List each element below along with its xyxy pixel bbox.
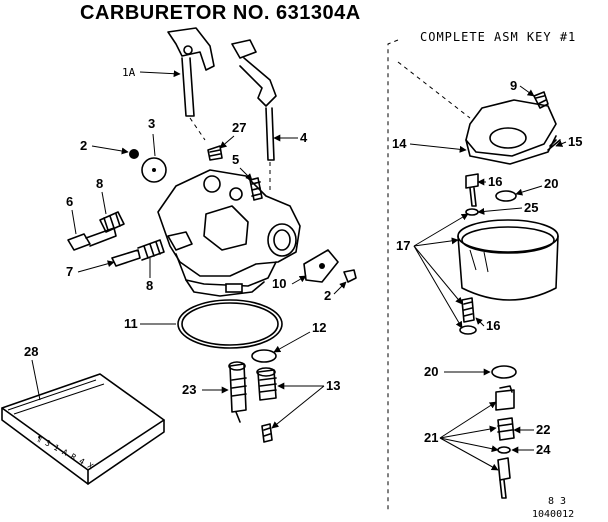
idle-screw-part <box>67 227 117 251</box>
leader-25 <box>477 207 523 215</box>
spring-part-8a <box>99 211 125 233</box>
mixture-screw-part <box>111 239 165 267</box>
callout-11: 11 <box>124 316 138 331</box>
callout-5: 5 <box>232 152 239 167</box>
float-bowl-part-17 <box>457 219 559 301</box>
callout-16a: 16 <box>488 174 502 189</box>
footer-code-2: 1040012 <box>532 509 575 520</box>
leader-7 <box>77 260 115 273</box>
seat-part-23 <box>228 361 247 423</box>
leader-10 <box>291 275 307 285</box>
leader-15 <box>555 140 567 147</box>
callout-12: 12 <box>312 320 326 335</box>
filter-box-part-28: ¶ 3 1 A R 4 X <box>1 373 165 485</box>
callout-27: 27 <box>232 120 246 135</box>
callout-8a: 8 <box>96 176 103 191</box>
callout-1a: 1A <box>122 66 136 79</box>
callout-3: 3 <box>148 116 155 131</box>
leader-20a <box>515 185 543 196</box>
box-label: ¶ 3 1 A R 4 X <box>35 434 95 471</box>
callout-10: 10 <box>272 276 286 291</box>
callout-20a: 20 <box>544 176 558 191</box>
callout-28: 28 <box>24 344 38 359</box>
screw-part-16b <box>459 297 477 335</box>
leader-5 <box>239 167 253 181</box>
throttle-lever-part <box>167 27 215 141</box>
leader-8a <box>101 191 107 215</box>
callout-21: 21 <box>424 430 438 445</box>
callout-9: 9 <box>510 78 517 93</box>
spring-part-9 <box>533 91 549 109</box>
leader-27 <box>219 135 235 149</box>
gasket-part-11 <box>177 299 283 349</box>
callout-24: 24 <box>536 442 551 457</box>
leader-17d <box>413 245 463 329</box>
leader-14 <box>409 143 467 153</box>
leader-6 <box>71 209 77 235</box>
callout-15: 15 <box>568 134 582 149</box>
leader-13b <box>271 385 325 429</box>
callout-22: 22 <box>536 422 550 437</box>
leader-12 <box>273 331 311 353</box>
callout-4: 4 <box>300 130 308 145</box>
callout-2b: 2 <box>324 288 331 303</box>
callout-20b: 20 <box>424 364 438 379</box>
callout-13: 13 <box>326 378 340 393</box>
leader-dash <box>397 61 471 119</box>
choke-lever-part <box>231 39 277 190</box>
diagram-title: CARBURETOR NO. 631304A <box>80 2 361 24</box>
ring-part-12 <box>251 349 277 363</box>
washer-part-3 <box>141 157 167 183</box>
leader-17a <box>413 213 469 247</box>
leader-3 <box>152 133 156 157</box>
leader-17c <box>413 245 463 305</box>
screw-part-16a <box>465 173 479 207</box>
main-jet-part-21 <box>495 385 515 499</box>
leader-9 <box>519 85 535 97</box>
screw-part-2 <box>129 149 139 159</box>
screw-part-2b <box>343 269 357 283</box>
leader-28 <box>31 359 41 401</box>
callout-6: 6 <box>66 194 73 209</box>
needle-seat-part-13 <box>256 367 277 443</box>
leader-16b <box>475 317 485 327</box>
washer-part-20b <box>491 365 517 379</box>
callout-17: 17 <box>396 238 410 253</box>
leader-21b <box>439 425 497 439</box>
callout-14: 14 <box>392 136 407 151</box>
callout-8b: 8 <box>146 278 153 293</box>
bracket-part-10 <box>303 249 339 283</box>
callouts: 1A 2 3 27 4 5 8 6 7 8 10 2 11 <box>24 66 582 471</box>
callout-23: 23 <box>182 382 196 397</box>
float-bowl-cover-part-14 <box>465 99 557 165</box>
leader-21c <box>439 437 499 453</box>
washer-part-20a <box>495 190 517 202</box>
spring-part-5 <box>249 177 263 201</box>
spring-part-27 <box>207 145 223 161</box>
leader-2b <box>333 281 347 295</box>
callout-25: 25 <box>524 200 538 215</box>
leader-17b <box>413 237 459 247</box>
footer-code-1: 8 3 <box>548 496 567 507</box>
gasket-part-11-inner <box>181 302 279 346</box>
assembly-divider <box>387 39 399 510</box>
leader-21a <box>439 401 497 439</box>
assembly-key-note: COMPLETE ASM KEY #1 <box>420 30 577 44</box>
callout-16b: 16 <box>486 318 500 333</box>
callout-7: 7 <box>66 264 73 279</box>
carburetor-body <box>157 169 301 297</box>
leader-21d <box>439 437 499 471</box>
leader-1a <box>139 70 181 78</box>
leader-2a <box>91 145 129 155</box>
callout-2a: 2 <box>80 138 87 153</box>
